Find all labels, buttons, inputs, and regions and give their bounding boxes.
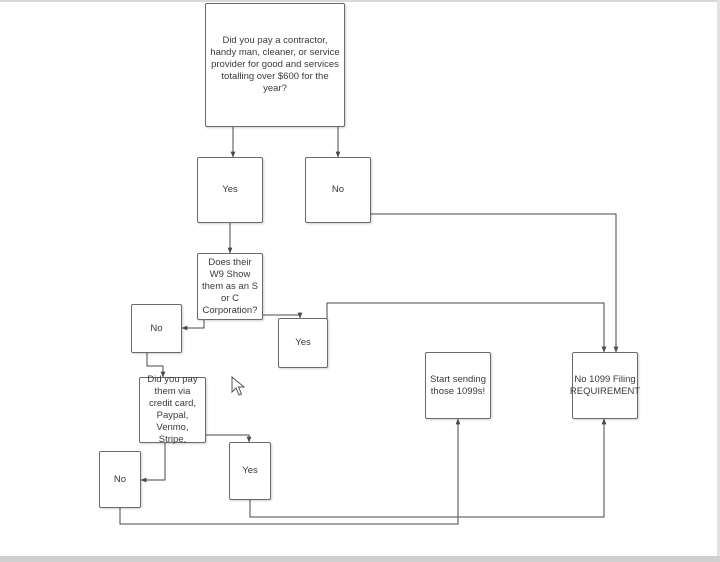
node-no-2-text: No [150,322,163,334]
canvas-right-edge [717,0,720,562]
node-payment-question-text: Did you pay them via credit card, Paypal… [147,374,198,445]
node-no-3-text: No [113,473,127,485]
node-start-sending-text: Start sending those 1099s! [430,373,486,397]
arrow-payment-to-no [140,443,166,483]
node-contractor-question-text: Did you pay a contractor, handy man, cle… [210,35,340,94]
node-no-1-text: No [331,184,345,195]
arrow-no-to-start-sending [119,418,461,525]
arrow-no-to-payment [146,353,166,378]
canvas-bottom-edge [0,556,720,562]
node-yes-1-text: Yes [222,184,238,195]
node-yes-2[interactable]: Yes [278,318,328,368]
node-payment-question[interactable]: Did you pay them via credit card, Paypal… [139,374,206,445]
node-w9-question[interactable]: Does their W9 Show them as an S or C Cor… [197,253,263,320]
node-no-1[interactable]: No [305,157,371,223]
node-yes-1[interactable]: Yes [197,157,263,223]
arrow-corp-yes-to-no-filing [326,302,607,353]
arrow-yes-to-no-filing [249,418,607,518]
node-start-sending[interactable]: Start sending those 1099s! [425,352,491,419]
canvas-top-edge [0,0,720,2]
node-no-filing-requirement-text: No 1099 Filing REQUIREMENT [569,373,641,397]
node-yes-3-text: Yes [242,465,258,476]
arrow-w9-to-no [181,320,205,331]
node-yes-3[interactable]: Yes [229,442,271,500]
arrow-no-to-no-filing [371,213,619,353]
arrow-w9-to-yes [262,312,303,319]
node-w9-question-text: Does their W9 Show them as an S or C Cor… [202,256,258,316]
node-no-filing-requirement[interactable]: No 1099 Filing REQUIREMENT [569,352,641,419]
node-yes-2-text: Yes [295,337,311,348]
node-no-2[interactable]: No [131,304,182,353]
arrow-payment-to-yes [206,434,252,443]
mouse-cursor-icon [231,376,246,396]
node-contractor-question[interactable]: Did you pay a contractor, handy man, cle… [205,3,345,127]
node-no-3[interactable]: No [99,451,141,508]
